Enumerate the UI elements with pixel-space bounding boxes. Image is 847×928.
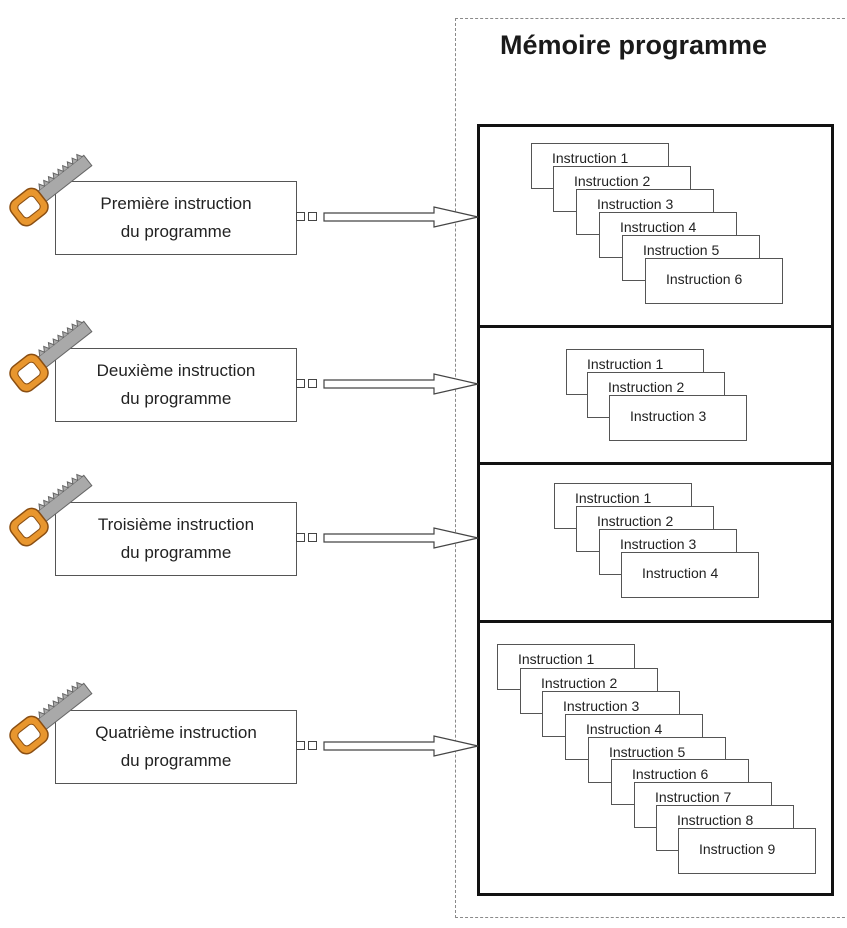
step-label-line2: du programme — [120, 543, 232, 562]
instruction-box: Instruction 4 — [621, 552, 759, 598]
step-label-line1: Première instruction — [100, 194, 252, 213]
step-label-line2: du programme — [120, 222, 232, 241]
arrow-connector — [296, 526, 481, 550]
step-box-3: Troisième instruction du programme — [55, 502, 297, 576]
arrow-connector — [296, 734, 481, 758]
memory-title: Mémoire programme — [500, 30, 768, 60]
arrow-connector — [296, 205, 481, 229]
arrow-connector — [296, 372, 481, 396]
key-icon — [8, 468, 103, 548]
memory-block-3: Instruction 1 Instruction 2 Instruction … — [477, 462, 834, 623]
memory-frame — [455, 18, 847, 918]
memory-block-2: Instruction 1 Instruction 2 Instruction … — [477, 325, 834, 465]
step-box-2: Deuxième instruction du programme — [55, 348, 297, 422]
step-label-line1: Deuxième instruction — [96, 361, 256, 380]
key-icon — [8, 314, 103, 394]
memory-block-4: Instruction 1 Instruction 2 Instruction … — [477, 620, 834, 896]
memory-block-1: Instruction 1 Instruction 2 Instruction … — [477, 124, 834, 328]
key-icon — [8, 148, 103, 228]
step-box-4: Quatrième instruction du programme — [55, 710, 297, 784]
step-label-line1: Quatrième instruction — [95, 723, 257, 742]
step-label-line2: du programme — [120, 751, 232, 770]
step-label-line2: du programme — [120, 389, 232, 408]
step-label-line1: Troisième instruction — [97, 515, 255, 534]
instruction-box: Instruction 3 — [609, 395, 747, 441]
instruction-box: Instruction 6 — [645, 258, 783, 304]
key-icon — [8, 676, 103, 756]
step-box-1: Première instruction du programme — [55, 181, 297, 255]
instruction-box: Instruction 9 — [678, 828, 816, 874]
